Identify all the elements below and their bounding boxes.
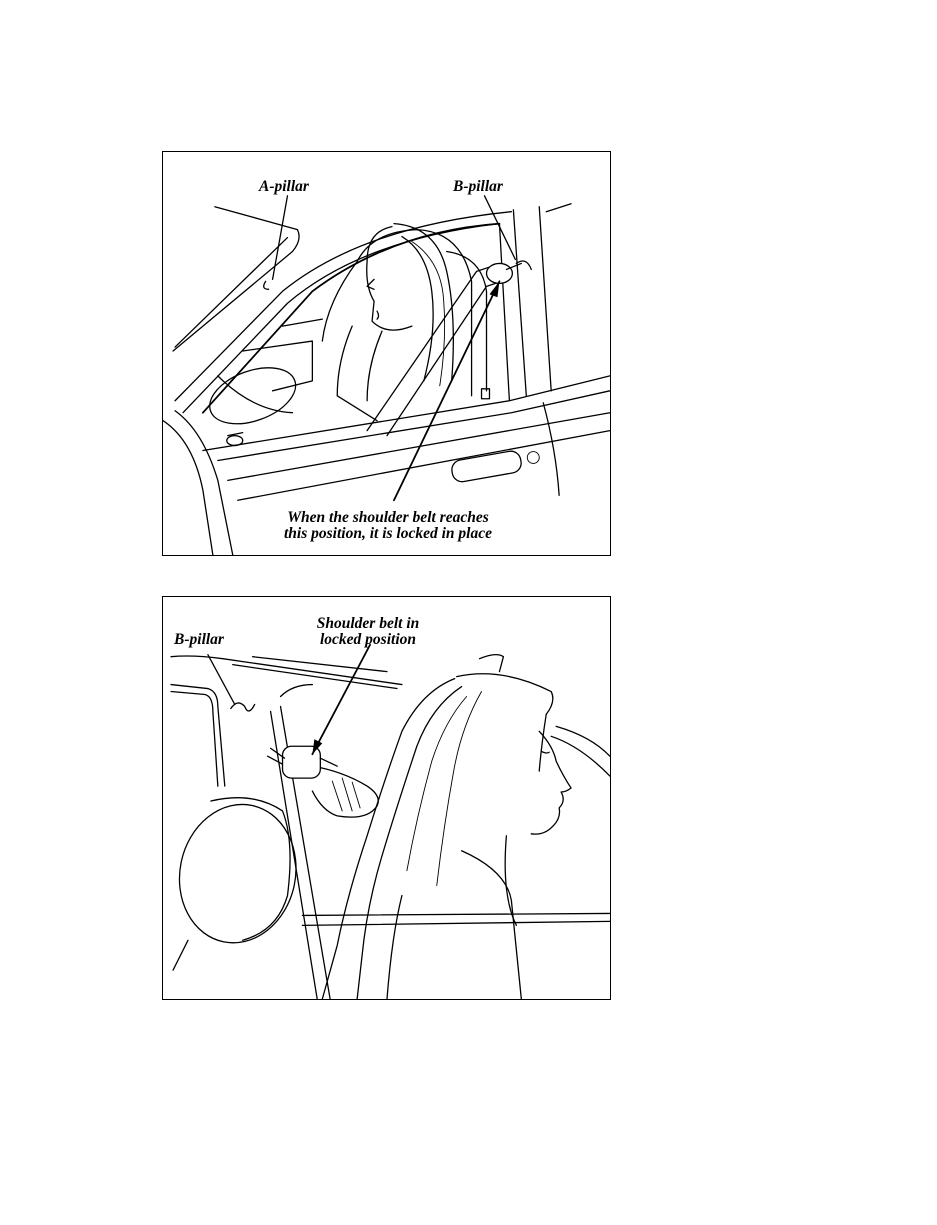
belt-label-line-1: Shoulder belt in	[298, 615, 438, 632]
b-pillar-label: B-pillar	[453, 178, 503, 195]
a-pillar-label: A-pillar	[259, 178, 309, 195]
a-pillar-leader-line	[273, 196, 288, 280]
figure-exterior-view: A-pillar B-pillar When the shoulder belt…	[162, 151, 611, 556]
caption-line-2: this position, it is locked in place	[251, 525, 525, 542]
caption-line-1: When the shoulder belt reaches	[274, 509, 502, 526]
belt-label-line-2: locked position	[298, 631, 438, 648]
figure-interior-view: B-pillar Shoulder belt in locked positio…	[162, 596, 611, 1000]
b-pillar-leader-line	[208, 655, 235, 705]
belt-locked-leader-arrow	[312, 645, 370, 754]
car-exterior-illustration	[163, 152, 610, 555]
b-pillar-leader-line	[485, 196, 516, 260]
b-pillar-label: B-pillar	[163, 631, 235, 648]
car-interior-illustration	[163, 597, 610, 999]
